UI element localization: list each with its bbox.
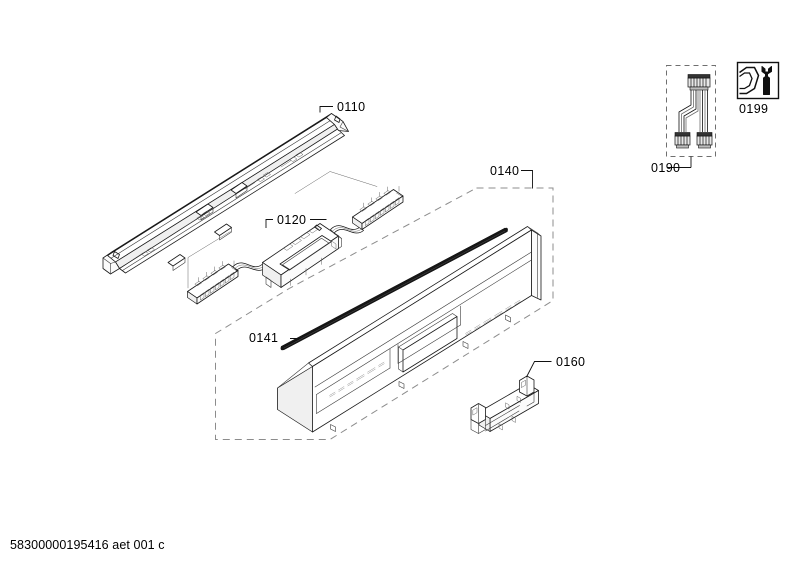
- leader-0190: [667, 156, 692, 168]
- callout-label-0160: 0160: [556, 355, 585, 369]
- leader-0141: [283, 338, 301, 348]
- callout-label-0140: 0140: [490, 164, 519, 178]
- part-0160-bracket: [470, 375, 539, 434]
- panel-bottom-tabs: [330, 314, 511, 432]
- panel-face-markings: [329, 299, 521, 398]
- control-module-body: [262, 223, 342, 288]
- wrench-icon: [761, 66, 772, 95]
- part-0199-service-tool: [736, 61, 780, 100]
- leader-0110: [319, 106, 333, 113]
- drawing-footer-code: 58300000195416 aet 001 c: [10, 538, 165, 552]
- leader-0160: [526, 361, 552, 378]
- leader-0140: [521, 170, 533, 189]
- part-0110-rail: [102, 113, 349, 275]
- part-0141-trim-strip: [280, 227, 508, 351]
- harness-connector-top: [687, 74, 711, 91]
- harness-connector-right: [696, 132, 713, 149]
- nut-icon: [739, 66, 760, 95]
- callout-label-0141: 0141: [249, 331, 278, 345]
- callout-label-0199: 0199: [739, 102, 768, 116]
- callout-label-0190: 0190: [651, 161, 680, 175]
- part-0120-control-module: [187, 171, 404, 305]
- part-0140-fascia-panel: [277, 226, 542, 433]
- left-button-pcb-strip: [187, 260, 239, 305]
- harness-wires: [678, 90, 708, 132]
- rail-mounting-tabs: [132, 152, 304, 271]
- right-button-pcb-strip: [352, 186, 404, 230]
- callout-label-0120: 0120: [277, 213, 306, 227]
- group-boundary-0140: [215, 187, 554, 440]
- callout-label-0110: 0110: [337, 100, 365, 114]
- leader-0120: [265, 219, 327, 228]
- harness-connector-left: [674, 132, 691, 149]
